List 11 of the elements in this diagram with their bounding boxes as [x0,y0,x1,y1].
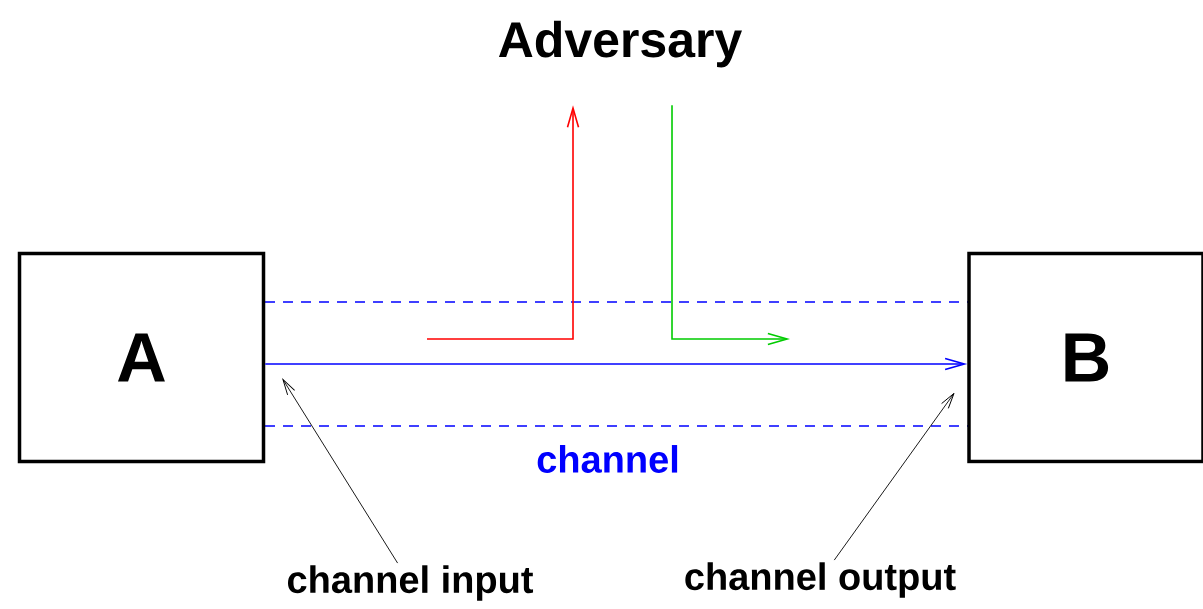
arrow [264,357,968,371]
callout-text: channel output [685,562,956,598]
adversary-label: Adversary [498,20,742,68]
party-box: A [17,251,266,464]
leader-line [282,379,399,564]
leader-line [833,392,955,561]
arrow [426,105,580,340]
channel-label: channel [537,445,678,473]
callout-text: channel input [288,565,534,601]
party-box: B [967,251,1203,464]
arrow [671,104,790,346]
